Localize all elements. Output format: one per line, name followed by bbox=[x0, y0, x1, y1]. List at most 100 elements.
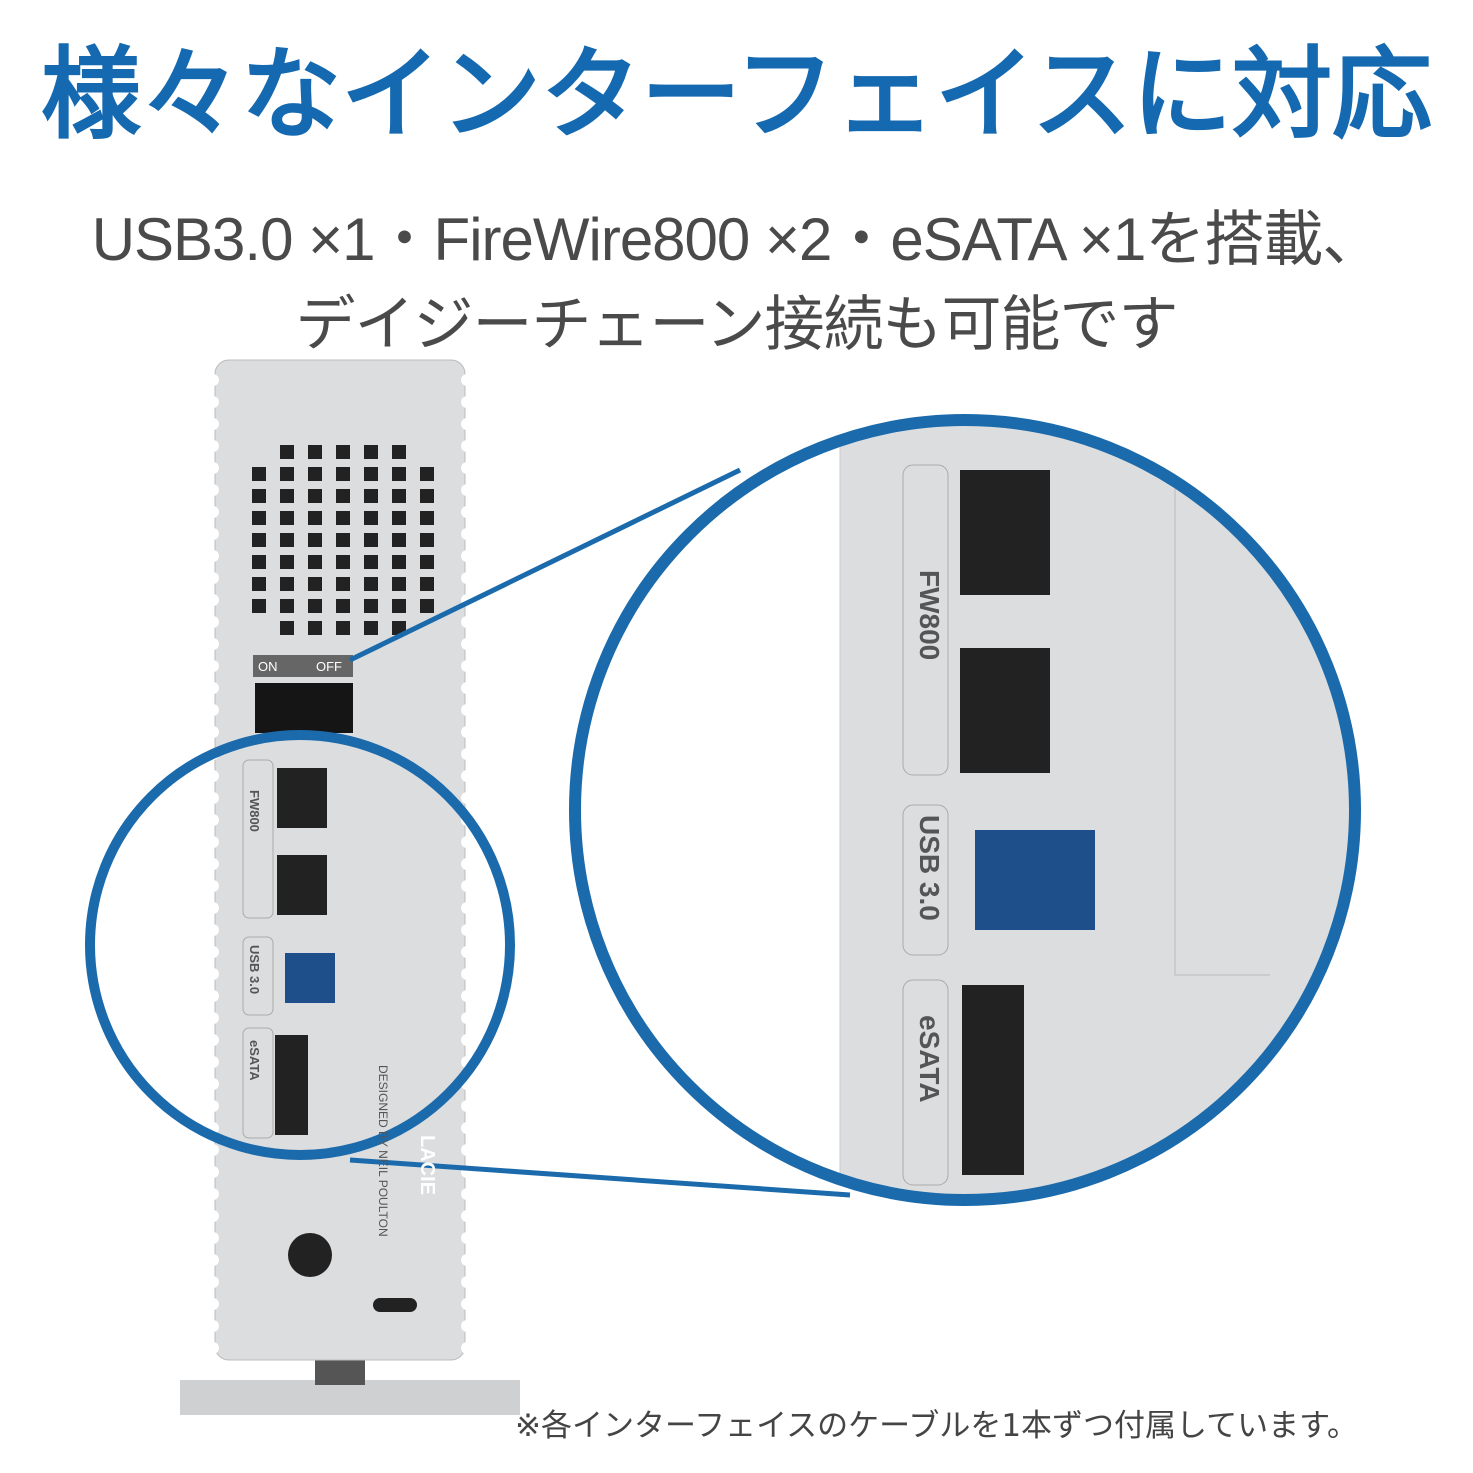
heatsink-notch bbox=[461, 572, 473, 584]
switch-off-label: OFF bbox=[316, 659, 342, 674]
heatsink-notch bbox=[461, 1232, 473, 1244]
heatsink-notch bbox=[207, 1100, 219, 1112]
kensington-slot bbox=[373, 1298, 417, 1312]
zoom-usb3-port bbox=[975, 830, 1095, 930]
magnifier-circle-small bbox=[85, 730, 515, 1160]
usb3-port bbox=[285, 953, 335, 1003]
vent-hole bbox=[364, 621, 378, 635]
vent-hole bbox=[280, 489, 294, 503]
vent-hole bbox=[336, 511, 350, 525]
heatsink-notch bbox=[461, 616, 473, 628]
heatsink-notch bbox=[207, 374, 219, 386]
vent-hole bbox=[392, 577, 406, 591]
switch-on-label: ON bbox=[258, 659, 278, 674]
vent-hole bbox=[420, 577, 434, 591]
vent-hole bbox=[252, 577, 266, 591]
heatsink-notch bbox=[207, 462, 219, 474]
vent-hole bbox=[364, 511, 378, 525]
heatsink-notch bbox=[207, 440, 219, 452]
vent-hole bbox=[308, 621, 322, 635]
heatsink-notch bbox=[207, 396, 219, 408]
magnifier-circle-large bbox=[569, 414, 1361, 1206]
heatsink-notch bbox=[207, 946, 219, 958]
vent-hole bbox=[252, 599, 266, 613]
heatsink-notch bbox=[461, 1034, 473, 1046]
vent-hole bbox=[392, 445, 406, 459]
heatsink-notch bbox=[461, 990, 473, 1002]
heatsink-notch bbox=[207, 1320, 219, 1332]
vent-hole bbox=[252, 533, 266, 547]
heatsink-notch bbox=[461, 946, 473, 958]
vent-hole bbox=[392, 533, 406, 547]
heatsink-notch bbox=[207, 990, 219, 1002]
heatsink-notch bbox=[207, 1210, 219, 1222]
footnote: ※各インターフェイスのケーブルを1本ずつ付属しています。 bbox=[515, 1408, 1359, 1444]
heatsink-notch bbox=[207, 1232, 219, 1244]
vent-hole bbox=[392, 511, 406, 525]
heatsink-edges bbox=[207, 374, 473, 1354]
heatsink-notch bbox=[207, 1298, 219, 1310]
heatsink-notch bbox=[461, 528, 473, 540]
vent-hole bbox=[252, 511, 266, 525]
heatsink-notch bbox=[461, 660, 473, 672]
heatsink-notch bbox=[207, 1034, 219, 1046]
heatsink-notch bbox=[207, 616, 219, 628]
zoom-fw800-label: FW800 bbox=[914, 570, 945, 661]
heatsink-notch bbox=[207, 792, 219, 804]
heatsink-notch bbox=[461, 1320, 473, 1332]
vent-hole bbox=[364, 445, 378, 459]
heatsink-notch bbox=[461, 1122, 473, 1134]
heatsink-notch bbox=[207, 1276, 219, 1288]
vent-hole bbox=[392, 555, 406, 569]
heatsink-notch bbox=[207, 770, 219, 782]
vent-hole bbox=[308, 445, 322, 459]
heatsink-notch bbox=[461, 924, 473, 936]
vent-hole bbox=[336, 533, 350, 547]
vent-hole bbox=[336, 489, 350, 503]
heatsink-notch bbox=[461, 902, 473, 914]
vent-hole bbox=[364, 533, 378, 547]
heatsink-notch bbox=[207, 1188, 219, 1200]
heatsink-notch bbox=[207, 572, 219, 584]
vent-hole bbox=[336, 467, 350, 481]
heatsink-notch bbox=[461, 418, 473, 430]
subtitle-line-2: デイジーチェーン接続も可能です bbox=[295, 291, 1179, 358]
heatsink-notch bbox=[461, 484, 473, 496]
heatsink-notch bbox=[461, 462, 473, 474]
device-stand bbox=[180, 1380, 520, 1415]
vent-hole bbox=[308, 511, 322, 525]
vent-hole bbox=[420, 599, 434, 613]
heatsink-notch bbox=[207, 836, 219, 848]
heatsink-notch bbox=[461, 1298, 473, 1310]
heatsink-notch bbox=[207, 1078, 219, 1090]
heatsink-notch bbox=[461, 1188, 473, 1200]
heatsink-notch bbox=[461, 1012, 473, 1024]
heatsink-notch bbox=[461, 1276, 473, 1288]
vent-hole bbox=[336, 599, 350, 613]
fw800-port-1 bbox=[277, 768, 327, 828]
usb3-label: USB 3.0 bbox=[247, 945, 262, 995]
heatsink-notch bbox=[207, 550, 219, 562]
heatsink-notch bbox=[207, 418, 219, 430]
subtitle-line-1: USB3.0 ×1・FireWire800 ×2・eSATA ×1を搭載、 bbox=[91, 206, 1383, 273]
vent-hole bbox=[336, 621, 350, 635]
vent-hole bbox=[392, 599, 406, 613]
heatsink-notch bbox=[461, 396, 473, 408]
designer-credit: DESIGNED BY NEIL POULTON bbox=[376, 1065, 390, 1237]
heatsink-notch bbox=[207, 594, 219, 606]
heatsink-notch bbox=[461, 550, 473, 562]
heatsink-notch bbox=[207, 902, 219, 914]
vent-hole bbox=[336, 445, 350, 459]
heatsink-notch bbox=[461, 858, 473, 870]
vent-grille bbox=[252, 445, 434, 635]
vent-hole bbox=[280, 555, 294, 569]
vent-hole bbox=[280, 445, 294, 459]
vent-hole bbox=[420, 489, 434, 503]
heatsink-notch bbox=[461, 968, 473, 980]
vent-hole bbox=[420, 555, 434, 569]
heatsink-notch bbox=[461, 506, 473, 518]
vent-hole bbox=[308, 533, 322, 547]
heatsink-notch bbox=[207, 1254, 219, 1266]
heatsink-notch bbox=[461, 440, 473, 452]
